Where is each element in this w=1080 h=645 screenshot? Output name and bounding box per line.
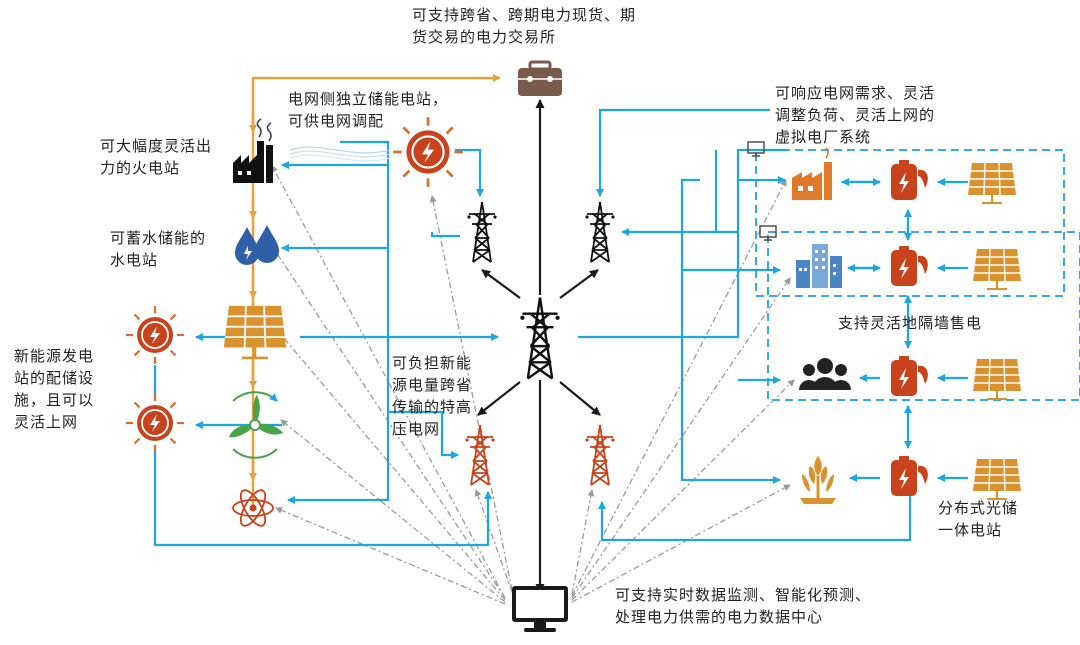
hydro-drops-icon	[235, 225, 279, 265]
label-thermal-line2: 力的火电站	[100, 159, 181, 177]
label-uhv-line4: 压电网	[392, 420, 441, 438]
thermal-plant-icon	[233, 118, 273, 183]
solar-panel-icon	[222, 304, 288, 360]
battery-icon-4	[891, 456, 928, 496]
label-vpp-line3: 虚拟电厂系统	[775, 128, 872, 146]
label-grid-storage-line1: 电网侧独立储能电站，	[288, 90, 449, 108]
label-wall-sale: 支持灵活地隔墙售电	[838, 312, 982, 334]
label-renewable: 新能源发电 站的配储设 施，且可以 灵活上网	[14, 345, 94, 433]
label-vpp-line1: 可响应电网需求、灵活	[775, 84, 936, 102]
label-hydro-line1: 可蓄水储能的	[110, 229, 207, 247]
label-uhv-line2: 源电量跨省	[392, 376, 473, 394]
label-vpp: 可响应电网需求、灵活 调整负荷、灵活上网的 虚拟电厂系统	[775, 82, 935, 148]
label-uhv-line1: 可负担新能	[392, 354, 473, 372]
battery-icon-2	[891, 246, 928, 286]
transmission-tower-icon-nw	[466, 201, 498, 263]
solar-panel-icon-1	[967, 162, 1017, 204]
label-exchange: 可支持跨省、跨期电力现货、期 货交易的电力交易所	[412, 4, 636, 48]
label-renewable-line1: 新能源发电	[14, 347, 95, 365]
transmission-tower-icon-se	[584, 424, 616, 486]
sun-bolt-icon-wind	[124, 392, 186, 454]
transmission-tower-icon-ne	[584, 201, 616, 263]
label-hydro-line2: 水电站	[110, 251, 159, 269]
wind-turbine-icon	[229, 391, 283, 459]
smoke-trail	[289, 146, 391, 162]
label-datacenter: 可支持实时数据监测、智能化预测、 处理电力供需的电力数据中心	[615, 584, 871, 628]
label-datacenter-line2: 处理电力供需的电力数据中心	[615, 608, 824, 626]
solar-panel-icon-2	[972, 248, 1022, 290]
label-thermal-line1: 可大幅度灵活出	[100, 137, 213, 155]
label-hydro: 可蓄水储能的 水电站	[110, 227, 206, 271]
label-grid-storage-line2: 可供电网调配	[288, 112, 385, 130]
label-thermal: 可大幅度灵活出 力的火电站	[100, 135, 212, 179]
factory-icon	[792, 147, 832, 200]
vpp-dashed-box	[755, 149, 1065, 297]
wall-sale-dashed-box	[767, 231, 1080, 401]
label-uhv-line3: 传输的特高	[392, 398, 473, 416]
label-distributed-line2: 一体电站	[938, 521, 1003, 539]
label-distributed: 分布式光储 一体电站	[938, 497, 1018, 541]
label-wall-sale-line1: 支持灵活地隔墙售电	[838, 314, 983, 332]
briefcase-icon	[518, 60, 562, 96]
label-datacenter-line1: 可支持实时数据监测、智能化预测、	[615, 586, 872, 604]
label-distributed-line1: 分布式光储	[938, 499, 1019, 517]
people-icon	[799, 358, 851, 390]
label-renewable-line2: 站的配储设	[14, 369, 95, 387]
nuclear-atom-icon	[232, 489, 274, 527]
sun-bolt-icon-solar	[124, 304, 186, 366]
label-exchange-line1: 可支持跨省、跨期电力现货、期	[412, 6, 637, 24]
power-blue-lines	[153, 108, 968, 547]
solar-panel-icon-4	[972, 458, 1022, 500]
label-renewable-line3: 施，且可以	[14, 391, 95, 409]
label-uhv: 可负担新能 源电量跨省 传输的特高 压电网	[392, 352, 472, 440]
label-renewable-line4: 灵活上网	[14, 413, 79, 431]
transmission-tower-icon-center	[519, 296, 561, 380]
monitor-icon-datacenter	[512, 586, 568, 632]
label-vpp-line2: 调整负荷、灵活上网的	[775, 106, 936, 124]
crop-icon	[800, 456, 836, 504]
trunk-black-lines	[477, 99, 601, 593]
label-exchange-line2: 货交易的电力交易所	[412, 28, 557, 46]
battery-icon-1	[891, 160, 928, 200]
label-grid-storage: 电网侧独立储能电站， 可供电网调配	[288, 88, 448, 132]
building-icon	[796, 244, 842, 288]
solar-panel-icon-3	[972, 358, 1022, 400]
battery-icon-3	[891, 356, 928, 396]
